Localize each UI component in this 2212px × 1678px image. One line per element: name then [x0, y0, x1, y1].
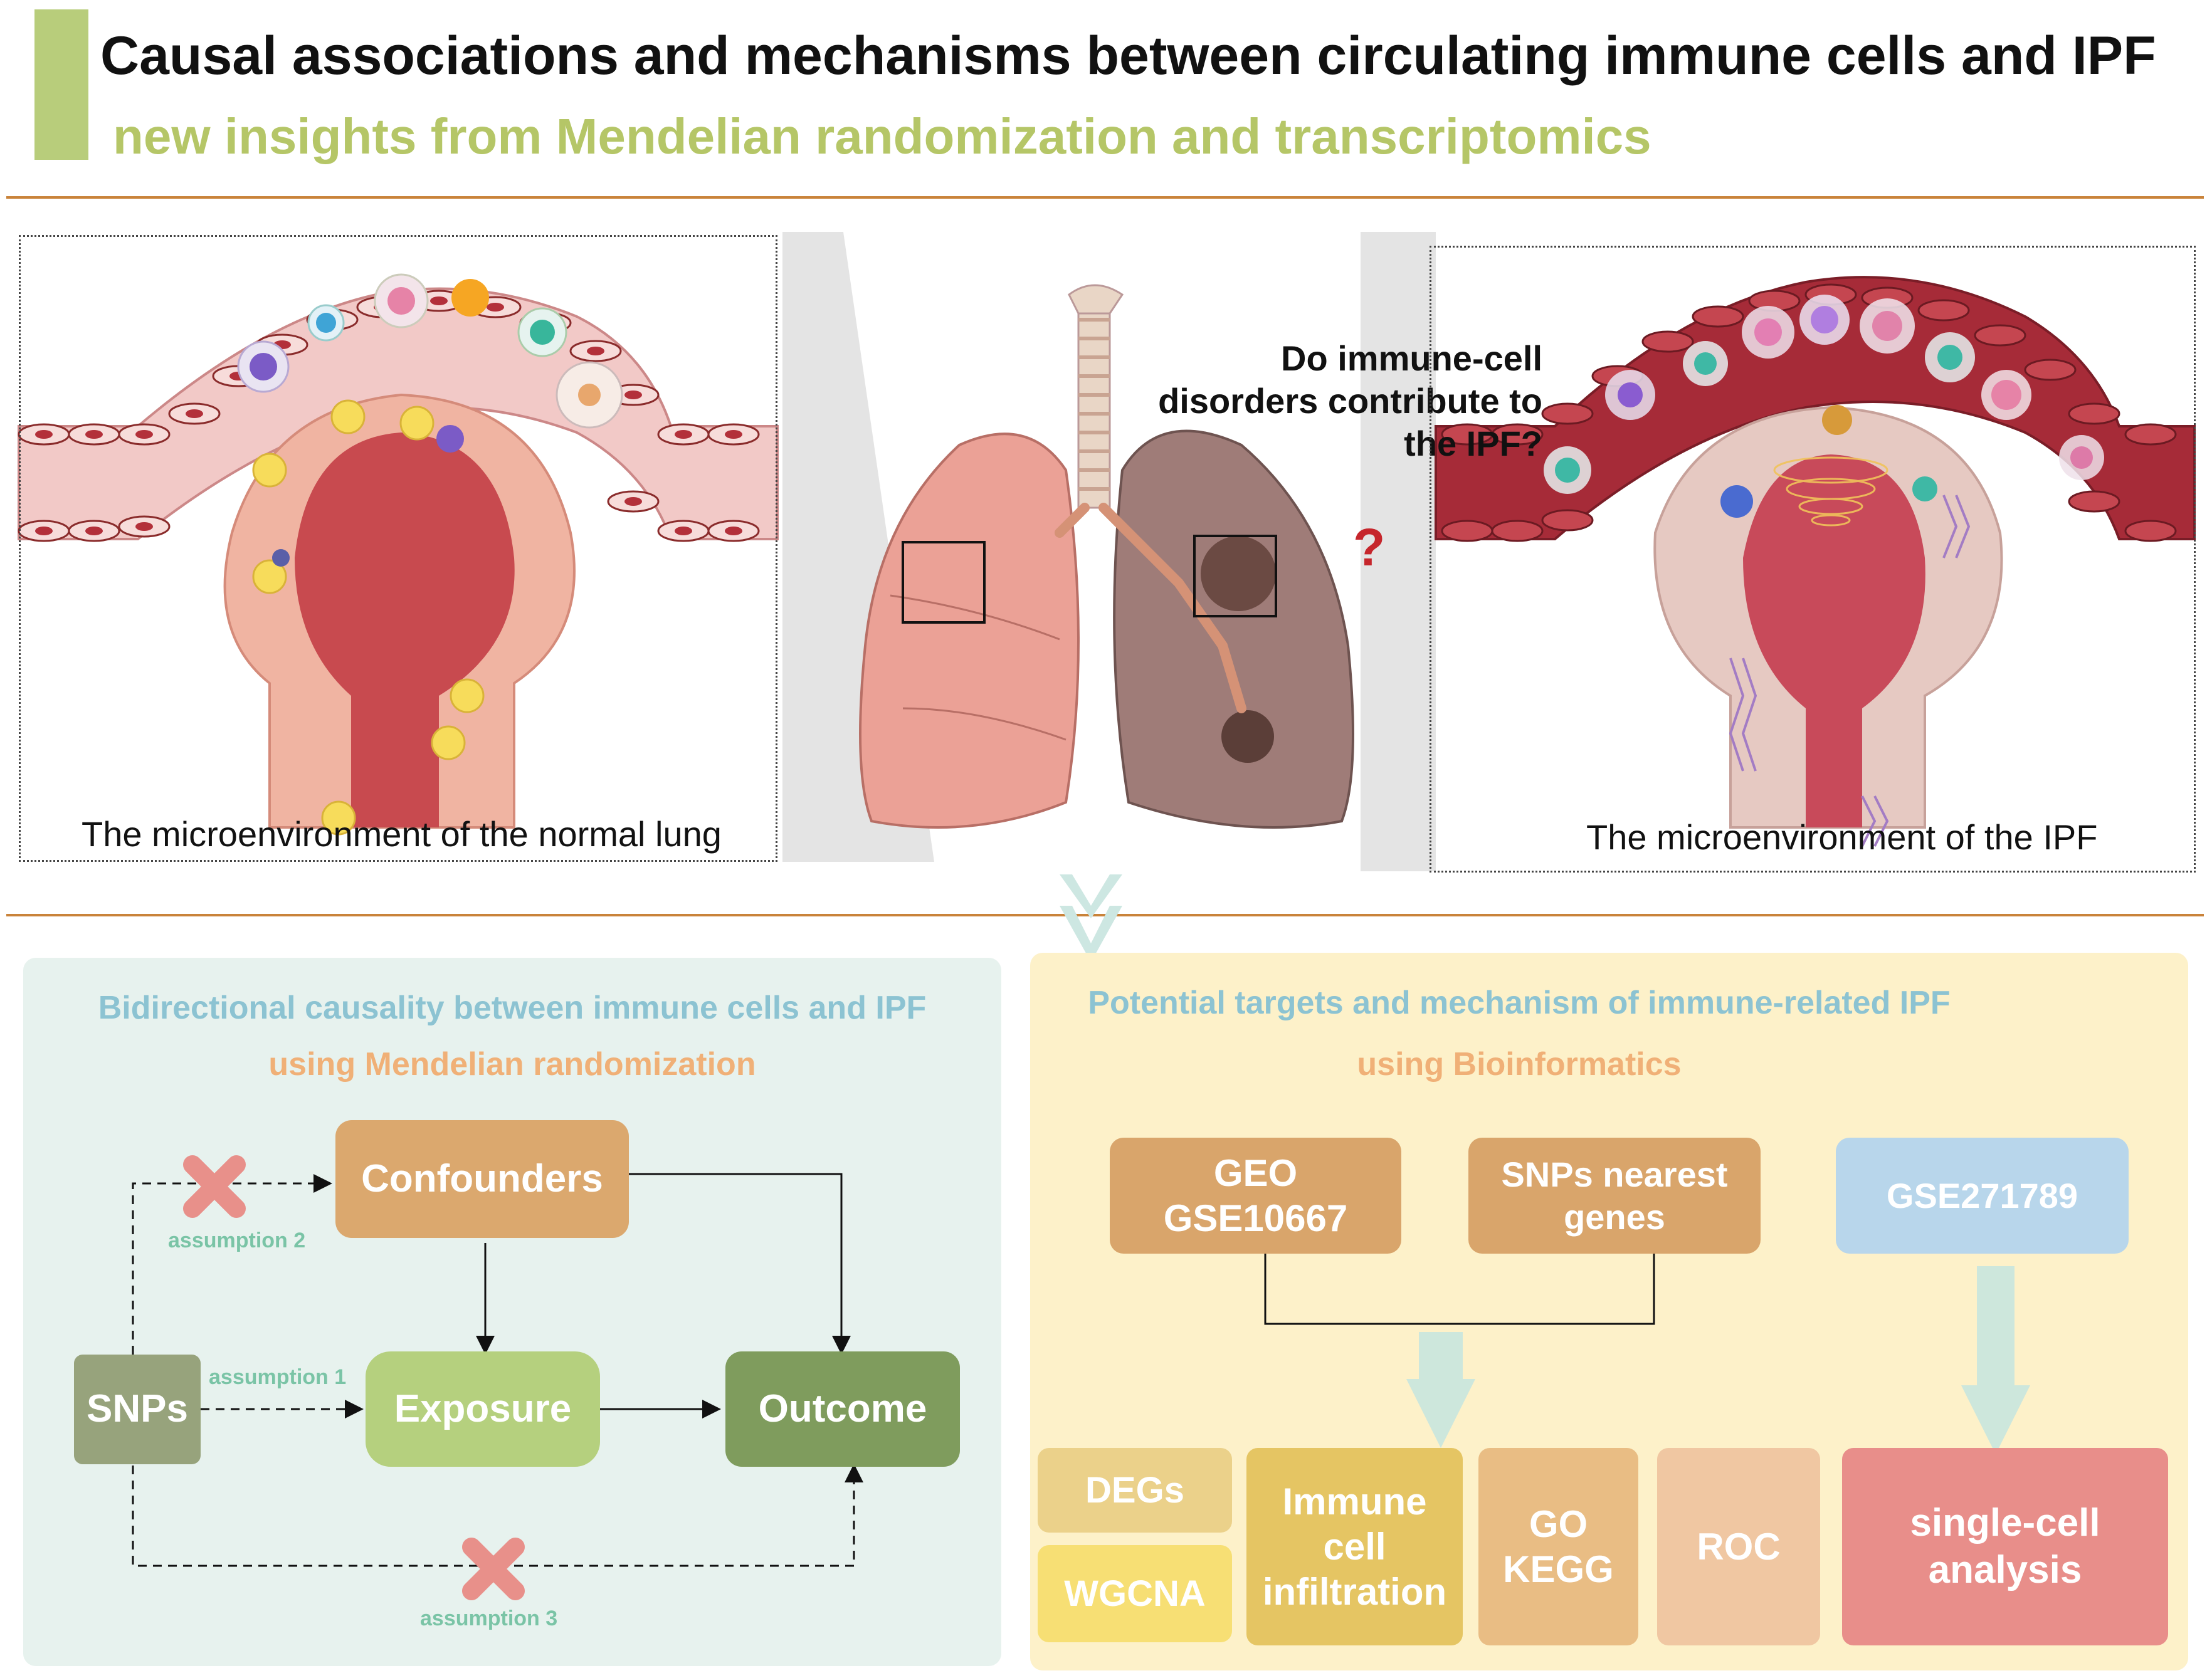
go-label: GO — [1529, 1502, 1588, 1545]
assumption-1-label: assumption 1 — [209, 1365, 347, 1389]
single-cell-line-1: single-cell — [1910, 1501, 2100, 1545]
confounders-node: Confounders — [335, 1120, 629, 1238]
immune-infiltration-node: Immune cell infiltration — [1246, 1448, 1463, 1645]
single-cell-analysis-node: single-cell analysis — [1842, 1448, 2168, 1645]
bio-diagram-connectors — [1264, 1254, 2030, 1454]
wgcna-node: WGCNA — [1038, 1545, 1232, 1642]
lungs-illustration — [859, 284, 1354, 829]
snps-node: SNPs — [74, 1355, 201, 1464]
mr-panel-title: Bidirectional causality between immune c… — [98, 990, 927, 1026]
mr-panel-subtitle: using Mendelian randomization — [268, 1046, 756, 1083]
ipf-lung-illustration — [1435, 276, 2196, 847]
top-divider — [6, 196, 2204, 199]
snps-nearest-genes-node: SNPs nearest genes — [1468, 1138, 1761, 1254]
research-question-line-3: the IPF? — [1404, 424, 1542, 463]
bio-panel-subtitle: using Bioinformatics — [1357, 1046, 1682, 1083]
snps-nearest-line-1: SNPs nearest — [1501, 1155, 1728, 1195]
assumption-2-path — [132, 1174, 332, 1355]
geo-label: GEO — [1213, 1151, 1298, 1194]
immune-line-1: Immune — [1282, 1480, 1427, 1523]
illustration-area — [18, 232, 2196, 871]
geo-dataset-node: GEO GSE10667 — [1110, 1138, 1401, 1254]
page-title: Causal associations and mechanisms betwe… — [100, 26, 2156, 86]
research-question-line-1: Do immune-cell — [1281, 338, 1542, 378]
assumption-3-path — [132, 1464, 863, 1567]
title-accent-bar — [34, 9, 88, 160]
normal-lung-caption: The microenvironment of the normal lung — [82, 814, 722, 854]
degs-node: DEGs — [1038, 1448, 1232, 1533]
cross-icon-assumption-3 — [462, 1538, 525, 1600]
outcome-node: Outcome — [725, 1351, 960, 1467]
focus-box-fibrotic — [1193, 535, 1277, 617]
normal-lung-illustration — [18, 273, 779, 836]
research-question: Do immune-cell disorders contribute to t… — [1141, 337, 1542, 465]
down-arrow-icon — [1406, 1332, 1475, 1448]
geo-accession: GSE10667 — [1163, 1197, 1348, 1239]
snps-nearest-line-2: genes — [1564, 1197, 1665, 1237]
down-chevron-icon — [1060, 874, 1122, 962]
assumption-2-label: assumption 2 — [168, 1229, 306, 1252]
page-subtitle: new insights from Mendelian randomizatio… — [113, 108, 1651, 164]
focus-box-healthy — [902, 541, 986, 624]
research-question-line-2: disorders contribute to — [1158, 381, 1542, 421]
question-mark: ? — [1353, 518, 1386, 577]
assumption-3-label: assumption 3 — [420, 1607, 558, 1630]
bio-panel-title: Potential targets and mechanism of immun… — [1088, 985, 1951, 1021]
kegg-label: KEGG — [1503, 1548, 1614, 1590]
immune-line-2: cell — [1323, 1525, 1386, 1568]
gse271789-node: GSE271789 — [1836, 1138, 2129, 1254]
go-kegg-node: GO KEGG — [1478, 1448, 1638, 1645]
funnel-right-shape — [1361, 232, 1436, 871]
ipf-lung-caption: The microenvironment of the IPF — [1586, 817, 2098, 857]
single-cell-line-2: analysis — [1928, 1548, 2082, 1591]
ipf-lung-panel — [1430, 246, 2196, 873]
exposure-node: Exposure — [366, 1351, 600, 1467]
mr-diagram-connectors — [132, 1155, 863, 1600]
roc-node: ROC — [1657, 1448, 1820, 1645]
confounders-to-outcome — [625, 1173, 851, 1355]
cross-icon-assumption-2 — [183, 1155, 246, 1218]
merge-bracket — [1264, 1254, 1655, 1325]
immune-line-3: infiltration — [1262, 1570, 1447, 1613]
normal-lung-panel — [19, 235, 777, 862]
down-arrow-icon-2 — [1961, 1266, 2030, 1454]
